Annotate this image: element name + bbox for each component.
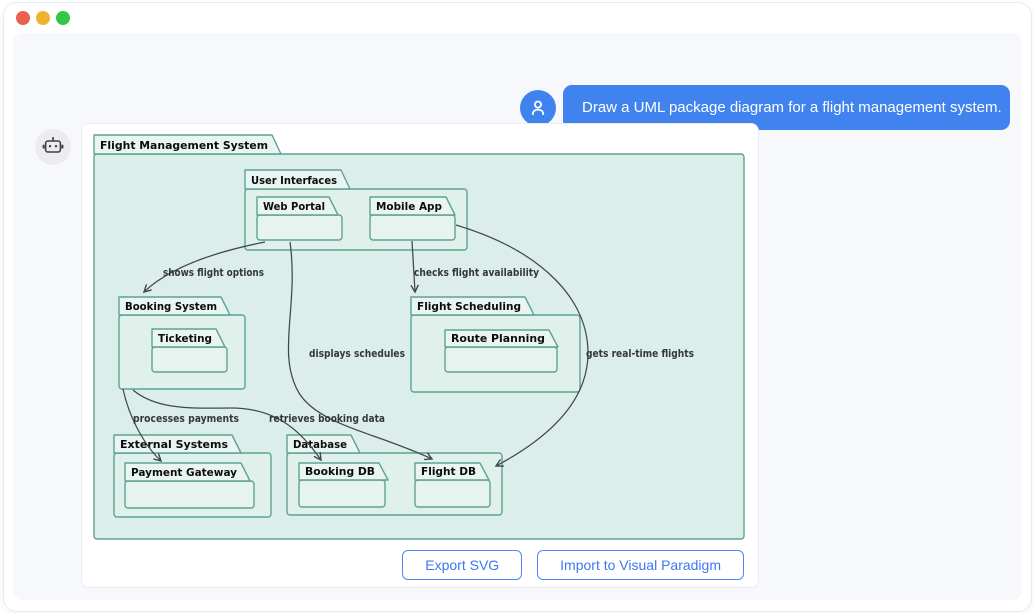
bot-avatar <box>35 129 71 165</box>
minimize-window-icon[interactable] <box>36 11 50 25</box>
edge-label-gets-real-time-flights: gets real-time flights <box>586 348 694 360</box>
chat-panel: Draw a UML package diagram for a flight … <box>13 33 1022 600</box>
package-label-booking-system: Booking System <box>125 300 217 313</box>
package-web-portal: Web Portal <box>257 197 342 240</box>
zoom-window-icon[interactable] <box>56 11 70 25</box>
package-label-database: Database <box>293 438 347 451</box>
edge-label-processes-payments: processes payments <box>133 413 239 425</box>
robot-icon <box>41 135 65 159</box>
package-label-ticketing: Ticketing <box>158 332 212 345</box>
package-label-user-interfaces: User Interfaces <box>251 174 337 187</box>
diagram-card: Flight Management SystemUser InterfacesW… <box>81 123 759 588</box>
edge-label-checks-flight-availability: checks flight availability <box>414 267 539 279</box>
edge-label-shows-flight-options: shows flight options <box>163 267 264 279</box>
user-icon <box>526 96 550 120</box>
export-svg-button[interactable]: Export SVG <box>402 550 522 580</box>
import-visual-paradigm-button[interactable]: Import to Visual Paradigm <box>537 550 744 580</box>
package-label-booking-db: Booking DB <box>305 465 375 478</box>
package-ticketing: Ticketing <box>152 329 227 372</box>
user-avatar <box>520 90 556 126</box>
package-flight-db: Flight DB <box>415 463 490 507</box>
edge-label-retrieves-booking-data: retrieves booking data <box>269 413 385 425</box>
app-window: Draw a UML package diagram for a flight … <box>3 2 1032 612</box>
package-route-planning: Route Planning <box>445 330 558 372</box>
close-window-icon[interactable] <box>16 11 30 25</box>
package-label-route-planning: Route Planning <box>451 332 545 345</box>
uml-diagram-canvas: Flight Management SystemUser InterfacesW… <box>82 124 758 587</box>
package-label-flight-db: Flight DB <box>421 465 476 478</box>
edge-label-displays-schedules: displays schedules <box>309 348 405 360</box>
package-booking-db: Booking DB <box>299 463 388 507</box>
diagram-actions: Export SVG Import to Visual Paradigm <box>402 550 744 580</box>
package-payment-gateway: Payment Gateway <box>125 463 254 508</box>
package-label-external-systems: External Systems <box>120 438 228 451</box>
package-label-flight-scheduling: Flight Scheduling <box>417 300 521 313</box>
package-label-payment-gateway: Payment Gateway <box>131 466 237 479</box>
user-message-text: Draw a UML package diagram for a flight … <box>582 99 1002 116</box>
package-label-flight-management-system: Flight Management System <box>100 139 268 152</box>
package-label-mobile-app: Mobile App <box>376 200 442 213</box>
window-controls <box>16 11 70 25</box>
package-mobile-app: Mobile App <box>370 197 455 240</box>
package-label-web-portal: Web Portal <box>263 200 325 213</box>
